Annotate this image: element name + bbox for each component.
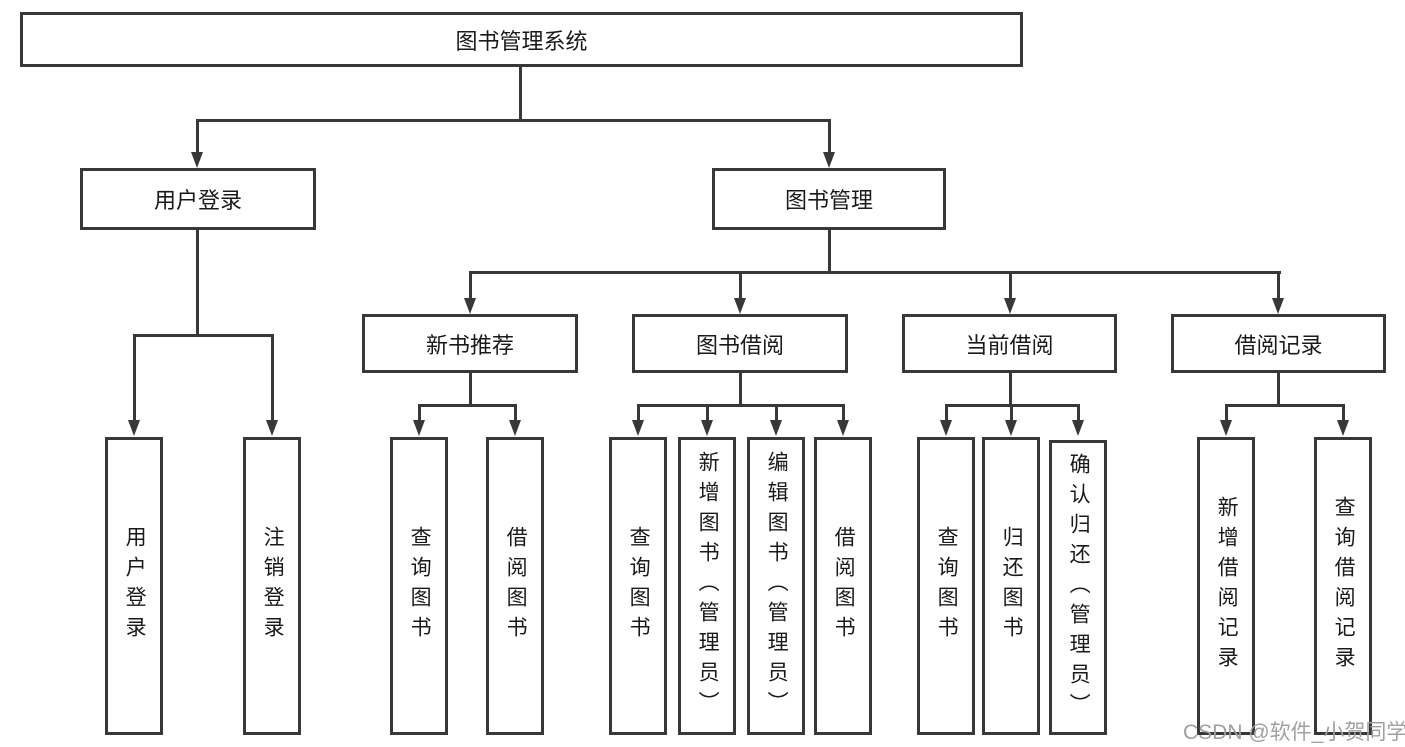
arrow-down-icon [1072, 420, 1084, 436]
connector-line [514, 404, 517, 422]
leaf-borrow-books: 借阅图书 [814, 437, 872, 735]
connector-line [1342, 404, 1345, 422]
arrow-down-icon [632, 420, 644, 436]
connector-line [133, 334, 136, 422]
connector-line [1225, 404, 1228, 422]
connector-line [775, 404, 778, 422]
connector-line [1009, 373, 1012, 406]
leaf-add-borrow-record: 新增借阅记录 [1197, 437, 1255, 735]
leaf-add-books-admin: 新增图书（管理员） [678, 437, 736, 735]
node-user-login: 用户登录 [80, 168, 316, 230]
connector-line [842, 404, 845, 422]
leaf-query-books: 查询图书 [609, 437, 667, 735]
connector-line [271, 334, 274, 422]
connector-line [1225, 404, 1345, 407]
arrow-down-icon [1337, 420, 1349, 436]
connector-line [133, 334, 274, 337]
leaf-logout: 注销登录 [243, 437, 301, 735]
node-book-management-system: 图书管理系统 [20, 12, 1023, 67]
leaf-return-books: 归还图书 [982, 437, 1040, 735]
node-book-management: 图书管理 [712, 168, 946, 230]
leaf-user-login: 用户登录 [105, 437, 163, 735]
leaf-label: 新增图书（管理员） [696, 451, 720, 721]
connector-line [637, 404, 640, 422]
connector-line [418, 404, 421, 422]
leaf-label: 借阅图书 [504, 526, 528, 646]
connector-line [418, 404, 517, 407]
arrow-down-icon [734, 298, 746, 314]
connector-line [739, 271, 742, 300]
arrow-down-icon [413, 420, 425, 436]
leaf-label: 注销登录 [261, 526, 285, 646]
leaf-confirm-return-admin: 确认归还（管理员） [1049, 440, 1107, 735]
leaf-query-books: 查询图书 [390, 437, 448, 735]
connector-line [706, 404, 709, 422]
leaf-label: 查询图书 [408, 526, 432, 646]
connector-line [469, 373, 472, 406]
arrow-down-icon [464, 298, 476, 314]
connector-line [1009, 271, 1012, 300]
arrow-down-icon [701, 420, 713, 436]
connector-line [1277, 373, 1280, 406]
leaf-query-books: 查询图书 [917, 437, 975, 735]
leaf-label: 新增借阅记录 [1215, 496, 1239, 676]
connector-line [739, 373, 742, 406]
leaf-query-borrow-record: 查询借阅记录 [1314, 437, 1372, 735]
leaf-label: 确认归还（管理员） [1067, 452, 1091, 723]
connector-line [196, 119, 199, 154]
arrow-down-icon [837, 420, 849, 436]
connector-line [1077, 404, 1080, 422]
connector-line [519, 67, 522, 120]
arrow-down-icon [940, 420, 952, 436]
arrow-down-icon [128, 420, 140, 436]
connector-line [828, 230, 831, 273]
arrow-down-icon [1005, 420, 1017, 436]
connector-line [196, 230, 199, 335]
node-borrow-records: 借阅记录 [1171, 314, 1386, 373]
arrow-down-icon [823, 152, 835, 168]
node-new-book-recommend: 新书推荐 [362, 314, 578, 373]
leaf-label: 查询借阅记录 [1332, 496, 1356, 676]
leaf-borrow-books: 借阅图书 [486, 437, 544, 735]
arrow-down-icon [1220, 420, 1232, 436]
connector-line [1010, 404, 1013, 422]
arrow-down-icon [191, 152, 203, 168]
connector-line [637, 404, 845, 407]
leaf-label: 查询图书 [627, 526, 651, 646]
leaf-label: 编辑图书（管理员） [765, 451, 789, 721]
arrow-down-icon [1004, 298, 1016, 314]
leaf-label: 查询图书 [935, 526, 959, 646]
node-book-borrow: 图书借阅 [632, 314, 848, 373]
leaf-label: 归还图书 [1000, 526, 1024, 646]
arrow-down-icon [770, 420, 782, 436]
node-current-borrow: 当前借阅 [902, 314, 1117, 373]
connector-line [945, 404, 948, 422]
arrow-down-icon [509, 420, 521, 436]
leaf-edit-books-admin: 编辑图书（管理员） [747, 437, 805, 735]
csdn-watermark: CSDN @软件_小贺同学 [1183, 721, 1405, 744]
leaf-label: 用户登录 [123, 526, 147, 646]
connector-line [828, 119, 831, 154]
leaf-label: 借阅图书 [832, 526, 856, 646]
connector-line [1277, 271, 1280, 300]
connector-line [469, 271, 1281, 274]
connector-line [469, 271, 472, 300]
connector-line [196, 119, 831, 122]
arrow-down-icon [1272, 298, 1284, 314]
arrow-down-icon [266, 420, 278, 436]
